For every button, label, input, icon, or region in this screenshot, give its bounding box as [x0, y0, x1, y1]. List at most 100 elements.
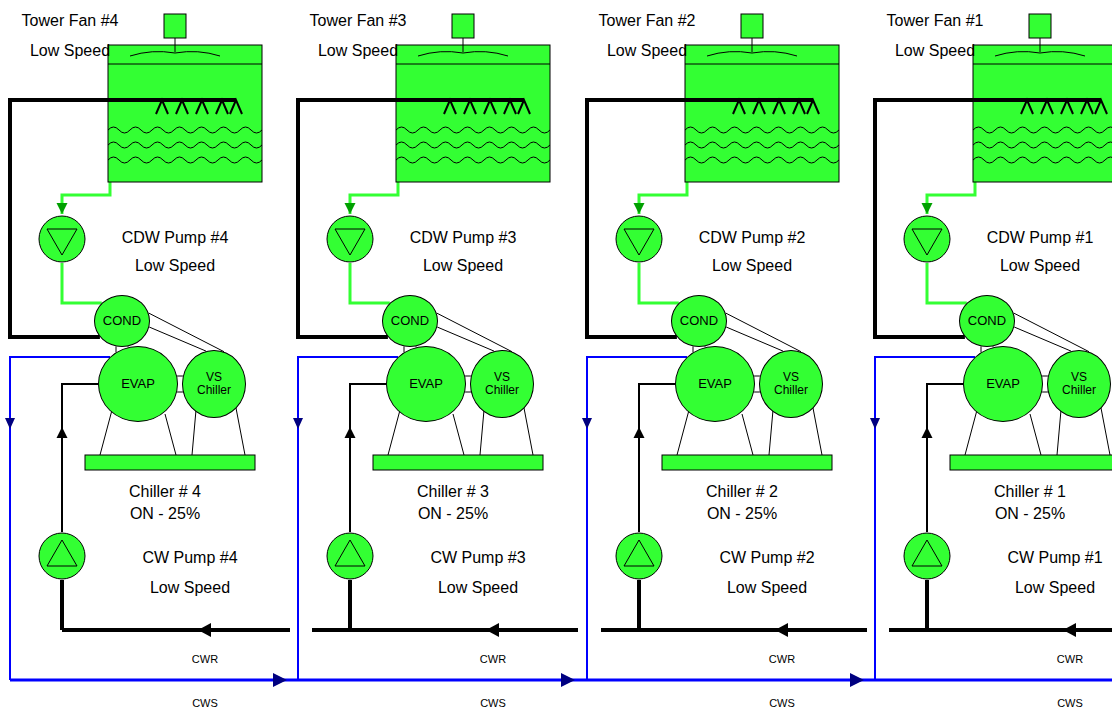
chilled-water-pump: CW Pump #2Low Speed — [615, 532, 663, 580]
spray-nozzle — [1061, 100, 1073, 114]
condenser: COND — [382, 295, 438, 347]
fan-motor — [741, 14, 763, 38]
shape-label: COND — [680, 314, 718, 328]
condenser: COND — [959, 295, 1015, 347]
fan-blade — [130, 52, 220, 56]
fill-media — [973, 142, 1112, 148]
equipment-name: Tower Fan #3 — [310, 12, 407, 29]
flow-arrow — [561, 673, 575, 687]
cwr-header — [62, 628, 290, 632]
pipe-line — [587, 100, 677, 337]
flow-arrow — [870, 418, 880, 429]
pipe-name: CWS — [480, 697, 506, 708]
pipe-connector — [10, 100, 100, 337]
label-holder: CWS — [702, 693, 862, 708]
shape-label: EVAP — [986, 377, 1020, 391]
fill-media — [108, 142, 262, 148]
label-holder: CDW Pump #3 — [373, 229, 553, 247]
chiller-leg — [480, 410, 484, 455]
spray-nozzle — [216, 100, 228, 114]
fan-blade — [707, 52, 797, 56]
spray-nozzle — [504, 100, 516, 114]
chiller-leg — [165, 414, 176, 455]
equipment-name: CW Pump #2 — [719, 549, 814, 566]
arrowhead — [345, 427, 356, 438]
chiller-name: Chiller # 4 — [129, 483, 201, 500]
label-holder: CWS — [125, 693, 285, 708]
condenser-pump: CDW Pump #1Low Speed — [903, 215, 951, 263]
cwr-header — [889, 628, 1112, 632]
pipe-line — [927, 182, 975, 214]
chiller-leg — [453, 414, 464, 455]
shape-label: EVAP — [698, 377, 732, 391]
pipe-line — [639, 182, 687, 214]
chiller-name: Chiller # 3 — [417, 483, 489, 500]
pump-casing — [327, 533, 373, 579]
pipe-connector — [62, 263, 102, 303]
spray-nozzle — [733, 100, 745, 114]
flow-arrow — [293, 418, 303, 429]
vs-chiller: VS Chiller — [759, 350, 823, 418]
label-holder: Low Speed — [557, 42, 737, 60]
pipe-line — [639, 263, 679, 303]
cwr-header — [312, 628, 578, 632]
shape-label: VS Chiller — [191, 371, 237, 397]
chilled-water-pump: CW Pump #4Low Speed — [38, 532, 86, 580]
chilled-water-pump: CW Pump #1Low Speed — [903, 532, 951, 580]
tower-body — [973, 45, 1112, 182]
chiller-leg — [100, 410, 112, 455]
pipe-name: CWR — [480, 653, 506, 665]
fan-blade — [418, 52, 508, 56]
condenser-pump: CDW Pump #2Low Speed — [615, 215, 663, 263]
pump-symbol — [38, 532, 86, 580]
fan-deck — [973, 64, 1112, 65]
chiller-leg — [1030, 414, 1041, 455]
spray-header — [677, 98, 813, 102]
pipe-connector — [922, 182, 976, 214]
tower-body — [108, 45, 262, 182]
cwr-header — [601, 628, 867, 632]
fan-motor — [164, 14, 186, 38]
pipe-connector — [298, 100, 388, 337]
flow-arrow — [582, 418, 592, 429]
pipe-line — [62, 263, 102, 303]
label-holder: CWR — [125, 649, 285, 667]
arrowhead — [922, 427, 933, 438]
label-holder: CWS — [990, 693, 1112, 708]
return-pipe — [60, 580, 64, 630]
spray-header — [100, 98, 236, 102]
pipe-line — [1014, 313, 1089, 352]
fill-media — [396, 157, 550, 163]
tower-body — [685, 45, 839, 182]
label-holder: Low Speed — [268, 42, 448, 60]
condenser-pump: CDW Pump #3Low Speed — [326, 215, 374, 263]
pump-casing — [616, 216, 662, 262]
chiller-leg — [236, 408, 245, 455]
fill-media — [973, 157, 1112, 163]
pipe-line — [10, 100, 100, 337]
shape-label: VS Chiller — [768, 371, 814, 397]
pipe-name: CWR — [1057, 653, 1083, 665]
spray-nozzle — [444, 100, 456, 114]
speed-status: Low Speed — [30, 42, 110, 59]
evaporator: EVAP — [98, 346, 178, 422]
label-holder: ON - 25% — [373, 505, 533, 523]
pipe-line — [927, 263, 967, 303]
fill-media — [685, 142, 839, 148]
label-holder: CW Pump #4 — [100, 549, 280, 567]
cooling-tower: Tower Fan #2Low Speed — [677, 12, 842, 182]
pipe-name: CWR — [769, 653, 795, 665]
spray-nozzle — [464, 100, 476, 114]
pump-symbol — [615, 532, 663, 580]
spray-nozzle — [156, 100, 168, 114]
label-holder: CDW Pump #4 — [85, 229, 265, 247]
label-holder: Low Speed — [677, 579, 857, 597]
chiller-leg — [813, 408, 822, 455]
label-holder: Tower Fan #4 — [0, 12, 160, 30]
chiller-leg — [1057, 410, 1061, 455]
equipment-name: CW Pump #4 — [142, 549, 237, 566]
spray-nozzle — [196, 100, 208, 114]
fan-shaft — [463, 38, 464, 52]
